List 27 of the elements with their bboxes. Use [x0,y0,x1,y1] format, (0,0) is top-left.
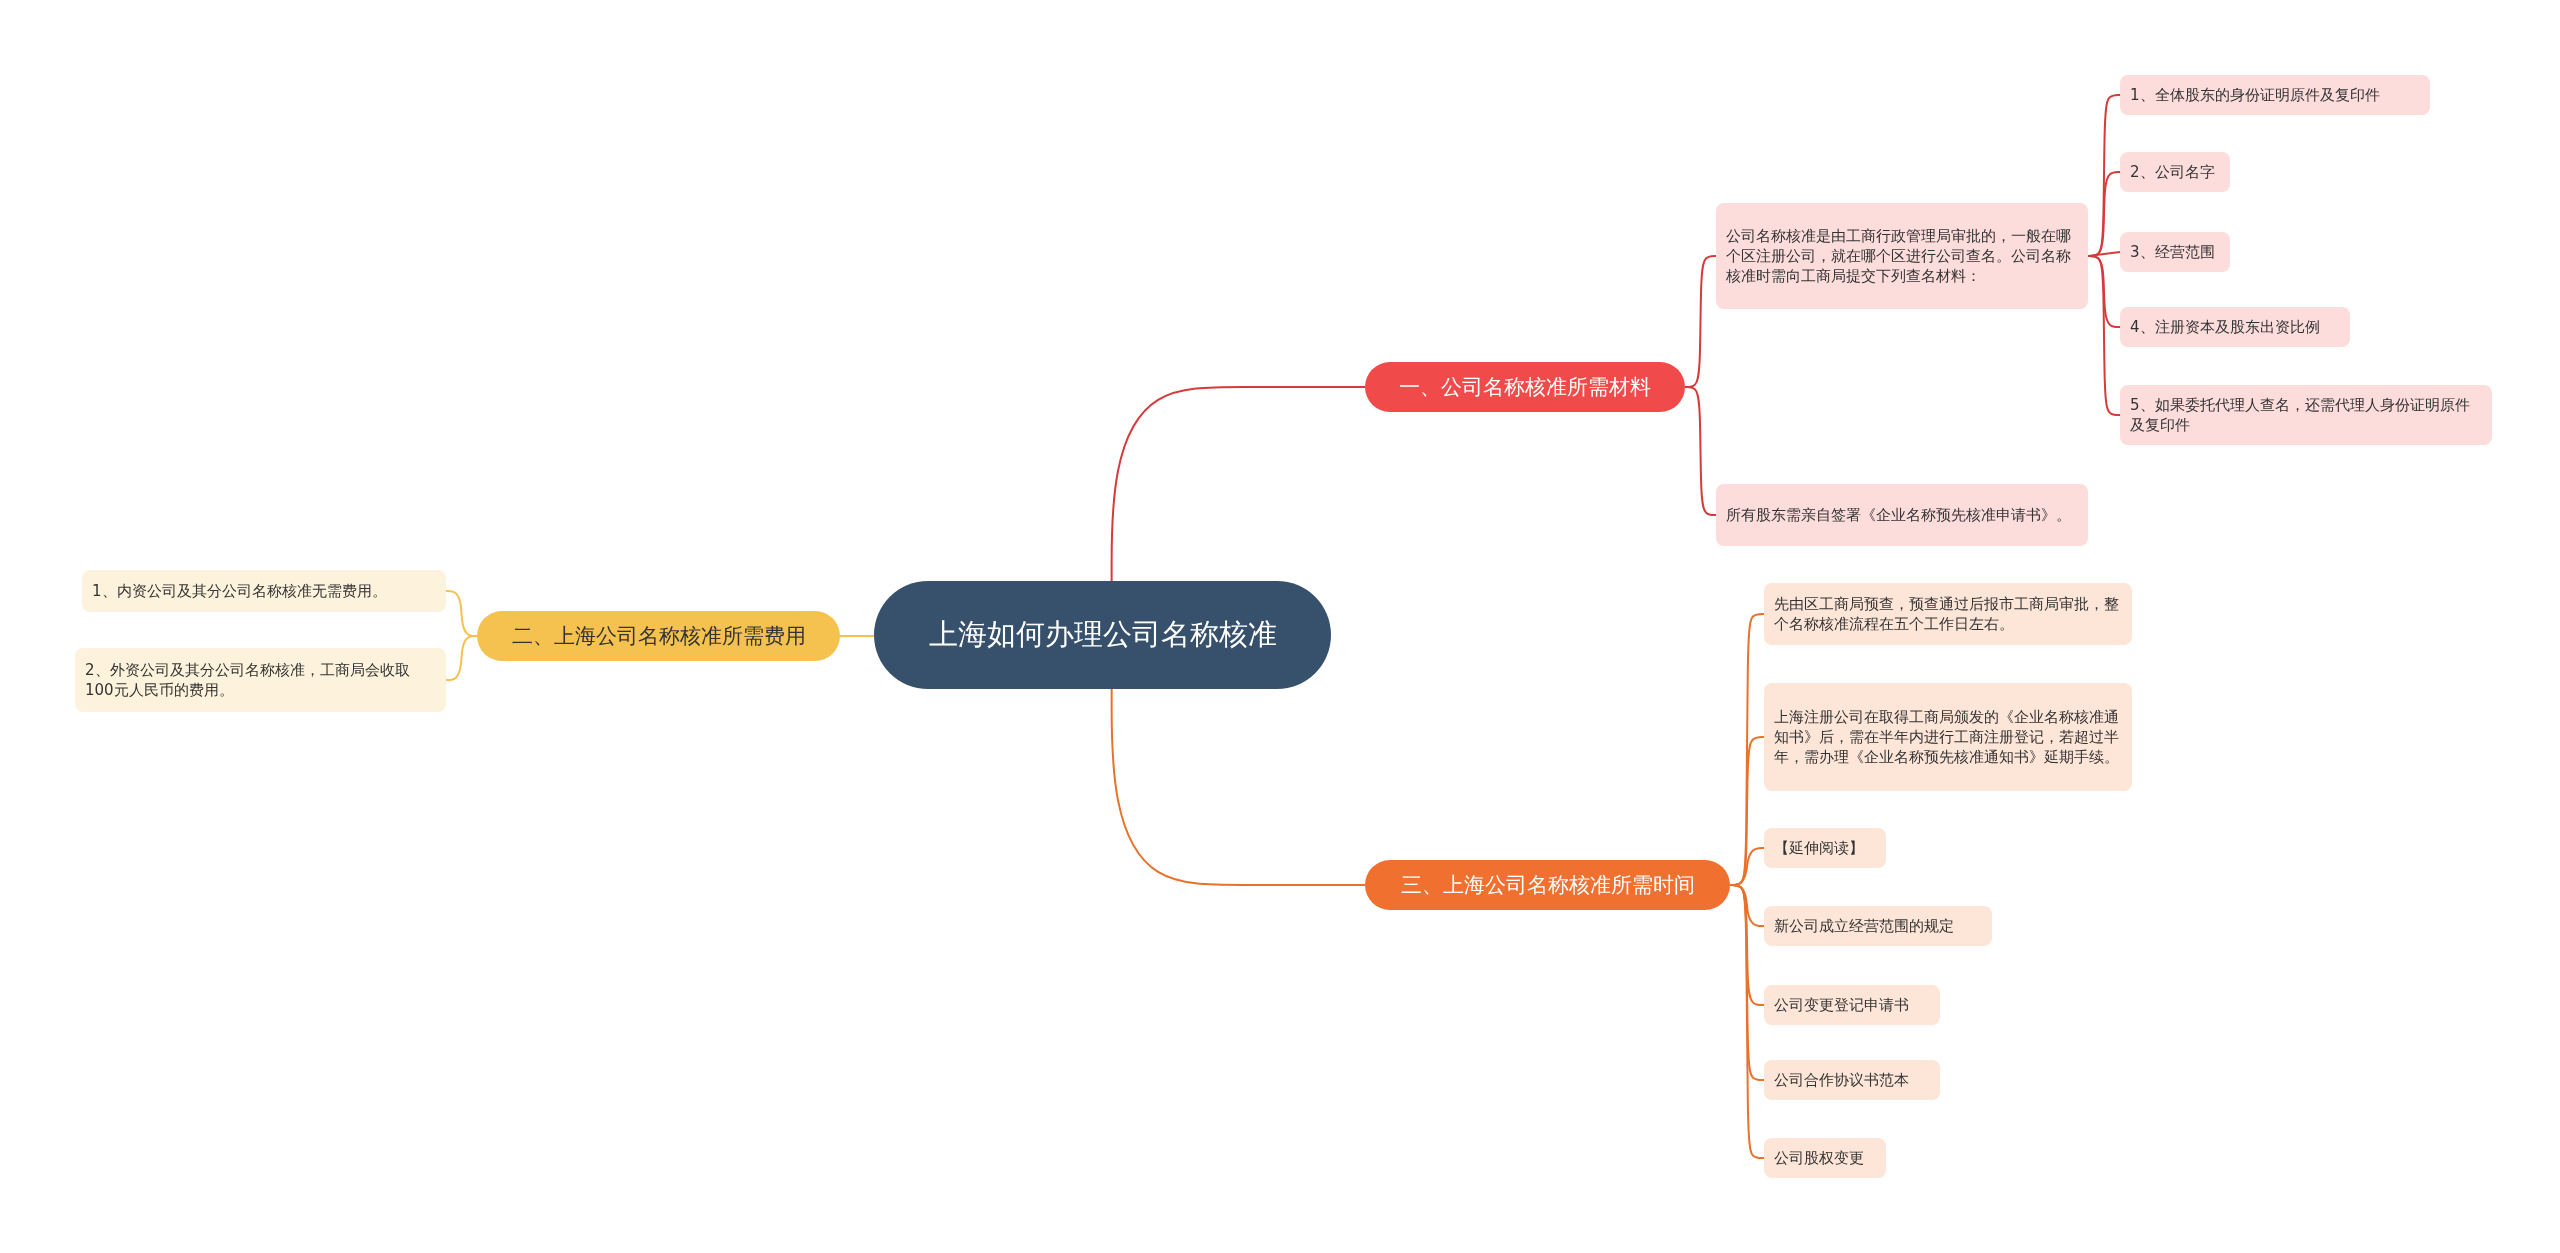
subtopic-box: 【延伸阅读】 [1764,828,1886,868]
subtopic-box: 1、全体股东的身份证明原件及复印件 [2120,75,2430,115]
branch-topic: 三、上海公司名称核准所需时间 [1365,860,1730,910]
connector-line [1110,688,1366,886]
subtopic-box: 新公司成立经营范围的规定 [1764,906,1992,946]
subtopic-box: 先由区工商局预查，预查通过后报市工商局审批，整个名称核准流程在五个工作日左右。 [1764,583,2132,645]
connector-line [1684,386,1717,516]
subtopic-box: 公司合作协议书范本 [1764,1060,1940,1100]
subtopic-box: 1、内资公司及其分公司名称核准无需费用。 [82,570,446,612]
connector-line [2087,255,2121,416]
branch-topic: 一、公司名称核准所需材料 [1365,362,1685,412]
subtopic-box: 公司名称核准是由工商行政管理局审批的，一般在哪个区注册公司，就在哪个区进行公司查名。公司名称核准时需向工商局提交下列查名材料： [1716,203,2088,309]
connector-line [1110,386,1366,582]
subtopic-box: 2、公司名字 [2120,152,2230,192]
subtopic-box: 3、经营范围 [2120,232,2230,272]
subtopic-box: 4、注册资本及股东出资比例 [2120,307,2350,347]
connector-line [1729,884,1765,1159]
subtopic-box: 5、如果委托代理人查名，还需代理人身份证明原件及复印件 [2120,385,2492,445]
subtopic-box: 公司股权变更 [1764,1138,1886,1178]
subtopic-box: 所有股东需亲自签署《企业名称预先核准申请书》。 [1716,484,2088,546]
subtopic-box: 2、外资公司及其分公司名称核准，工商局会收取100元人民币的费用。 [75,648,446,712]
subtopic-box: 上海注册公司在取得工商局颁发的《企业名称核准通知书》后，需在半年内进行工商注册登记，若超过半年，需办理《企业名称预先核准通知书》延期手续。 [1764,683,2132,791]
subtopic-box: 公司变更登记申请书 [1764,985,1940,1025]
connector-line [445,635,478,681]
central-topic: 上海如何办理公司名称核准 [874,581,1331,689]
connector-line [839,635,875,637]
branch-topic: 二、上海公司名称核准所需费用 [477,611,840,661]
